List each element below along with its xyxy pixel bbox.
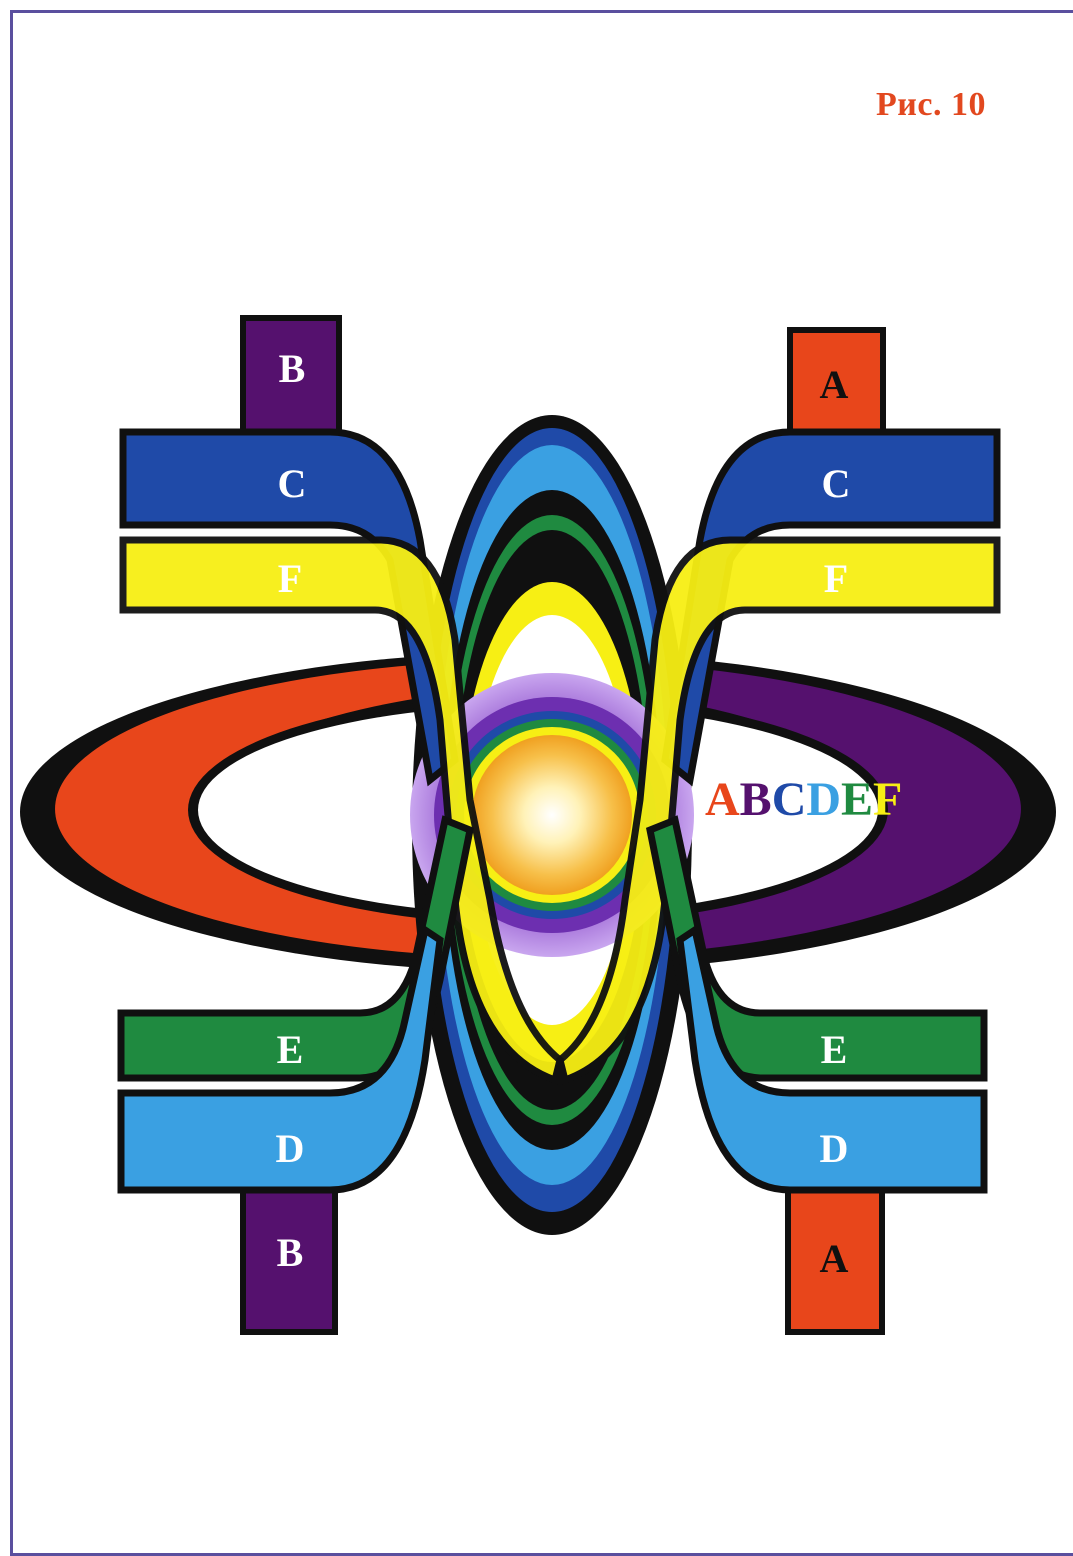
letter-b: B xyxy=(740,773,772,826)
label-e-right: E xyxy=(821,1027,848,1072)
label-c-left: C xyxy=(278,461,307,506)
label-f-left: F xyxy=(278,556,302,601)
label-d-left: D xyxy=(276,1126,305,1171)
letter-f: F xyxy=(873,773,902,826)
letter-e: E xyxy=(841,773,873,826)
letter-a: A xyxy=(705,773,740,826)
label-a-bottom: A xyxy=(820,1236,849,1281)
center-letters: ABCDEF xyxy=(705,773,902,826)
label-c-right: C xyxy=(822,461,851,506)
label-a-top: A xyxy=(820,362,849,407)
label-f-right: F xyxy=(824,556,848,601)
letter-c: C xyxy=(772,773,807,826)
label-d-right: D xyxy=(820,1126,849,1171)
label-b-top: B xyxy=(279,346,306,391)
letter-d: D xyxy=(806,773,841,826)
label-b-bottom: B xyxy=(277,1230,304,1275)
label-e-left: E xyxy=(277,1027,304,1072)
